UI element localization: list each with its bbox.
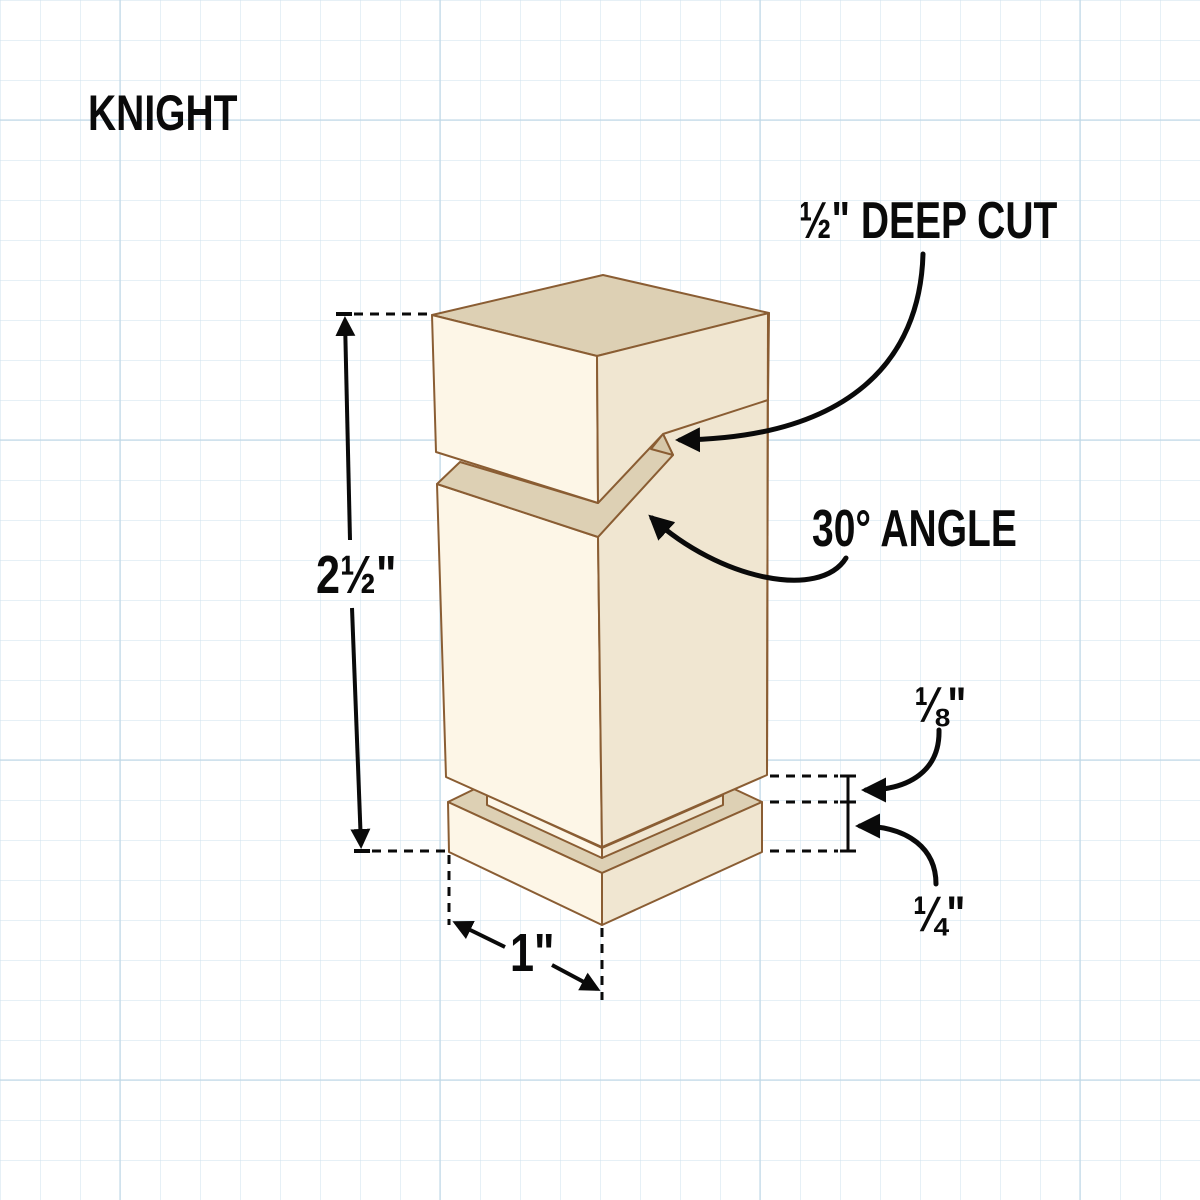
head-block: [431, 274, 770, 776]
deep-cut-arrow: [675, 251, 926, 453]
quarter-arrow: [855, 813, 939, 887]
deep-cut-label: ½" DEEP CUT: [799, 192, 1058, 250]
collar-height-label: ⅛": [914, 677, 967, 733]
column-body: [436, 312, 769, 848]
width-dimension: [447, 855, 604, 1000]
base-right-face: [601, 801, 763, 926]
head-right-face: [596, 312, 770, 504]
eighth-arrow: [861, 727, 942, 803]
base-height-label: ¼": [913, 886, 966, 942]
column-left-face: [436, 483, 603, 848]
diagram-title: KNIGHT: [88, 85, 238, 141]
total-height-label: 2½": [316, 545, 397, 605]
angle-label: 30° ANGLE: [812, 500, 1017, 558]
callout-arrows: [648, 251, 942, 887]
column-right-edge: [766, 312, 769, 776]
height-dimension: [335, 312, 447, 853]
angle-arrow: [648, 514, 849, 583]
width-label: 1": [510, 923, 555, 983]
collar-base-dimension: [770, 774, 856, 853]
